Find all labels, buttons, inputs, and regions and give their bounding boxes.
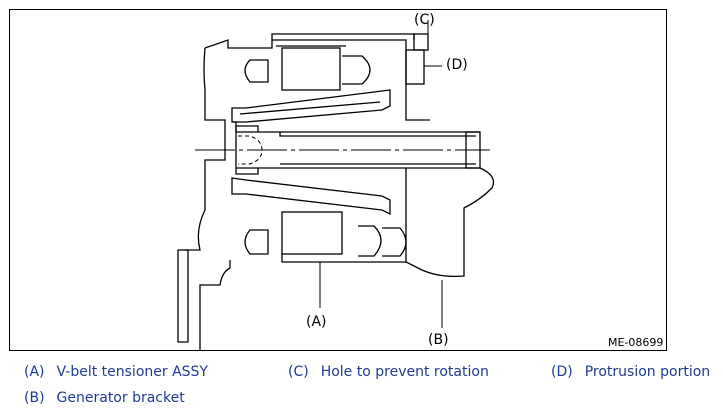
upper-arm-inner bbox=[239, 101, 381, 115]
housing-outline bbox=[204, 39, 430, 121]
legend-key: (C) bbox=[288, 364, 309, 380]
legend-item-d: (D) Protrusion portion bbox=[551, 364, 710, 380]
legend: (A) V-belt tensioner ASSY (C) Hole to prev… bbox=[0, 358, 723, 415]
shaft-inner-upper bbox=[279, 132, 476, 137]
callout-c: (C) bbox=[414, 12, 435, 28]
upper-block bbox=[281, 47, 341, 91]
upper-arm bbox=[231, 89, 391, 123]
callout-a: (A) bbox=[306, 314, 327, 330]
left-bore bbox=[235, 125, 259, 132]
lower-block bbox=[281, 211, 343, 255]
rotation-hole bbox=[413, 33, 429, 51]
lower-slot-left bbox=[244, 229, 269, 255]
lower-block-skirt bbox=[281, 254, 406, 263]
callout-b: (B) bbox=[428, 332, 449, 348]
legend-key: (A) bbox=[24, 364, 45, 380]
diagram-frame: (C) (D) (A) (B) ME-08699 bbox=[9, 9, 667, 351]
protrusion-portion bbox=[405, 49, 425, 85]
upper-slot-left bbox=[244, 59, 269, 83]
legend-text: Hole to prevent rotation bbox=[320, 364, 489, 380]
tensioner-diagram: (C) (D) (A) (B) ME-08699 bbox=[177, 12, 663, 350]
housing-bottom-outline bbox=[199, 260, 231, 350]
bracket-plate bbox=[177, 249, 189, 343]
lower-arm bbox=[231, 177, 391, 216]
upper-cap bbox=[271, 33, 415, 40]
legend-text: Generator bracket bbox=[56, 390, 185, 406]
legend-text: V-belt tensioner ASSY bbox=[56, 364, 208, 380]
callout-d: (D) bbox=[446, 57, 468, 73]
legend-text: Protrusion portion bbox=[584, 364, 711, 380]
left-bore-lower bbox=[235, 168, 259, 175]
legend-item-b: (B) Generator bracket bbox=[24, 390, 185, 406]
generator-bracket bbox=[405, 167, 495, 278]
bolt-head-dashed bbox=[238, 135, 263, 165]
lower-slot-far bbox=[382, 227, 407, 257]
legend-key: (B) bbox=[24, 390, 45, 406]
legend-item-c: (C) Hole to prevent rotation bbox=[288, 364, 489, 380]
shaft-upper-edge bbox=[232, 121, 480, 133]
legend-item-a: (A) V-belt tensioner ASSY bbox=[24, 364, 208, 380]
figure-id: ME-08699 bbox=[608, 336, 663, 349]
legend-key: (D) bbox=[551, 364, 573, 380]
lower-slot-right bbox=[358, 225, 382, 257]
upper-slot-right bbox=[342, 55, 371, 85]
housing-left-outline bbox=[185, 47, 226, 251]
